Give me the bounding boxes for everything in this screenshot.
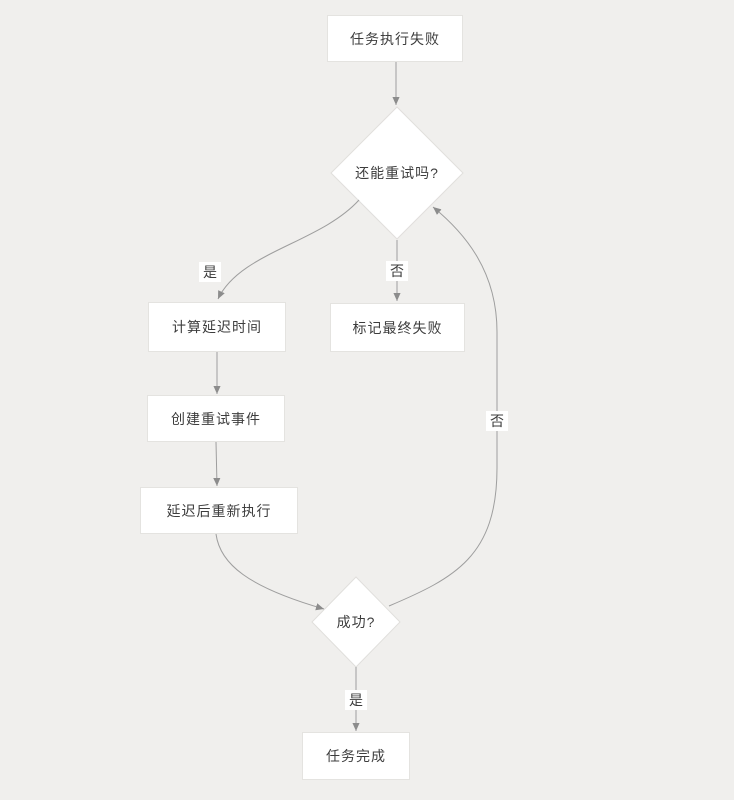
node-mark-final-failure: 标记最终失败 (330, 303, 465, 352)
edge-reexecute-to-success (215, 533, 325, 611)
decision-success-shape (311, 576, 401, 668)
edge-label-no-success-loop: 否 (486, 411, 508, 431)
node-reexecute-after-delay: 延迟后重新执行 (140, 487, 298, 534)
edge-label-yes-success: 是 (345, 690, 367, 710)
node-create-retry-event: 创建重试事件 (147, 395, 285, 442)
node-calc-delay: 计算延迟时间 (148, 302, 286, 352)
decision-can-retry-shape (330, 106, 464, 240)
edge-label-no-retry: 否 (386, 261, 408, 281)
edge-create-retry-event-to-reexecute (213, 441, 221, 487)
edge-success-no-loop-to-can-retry (388, 206, 498, 607)
node-task-failed: 任务执行失败 (327, 15, 463, 62)
edge-label-yes-retry: 是 (199, 262, 221, 282)
edge-can-retry-yes-to-calc-delay (217, 199, 360, 300)
node-task-complete: 任务完成 (302, 732, 410, 780)
